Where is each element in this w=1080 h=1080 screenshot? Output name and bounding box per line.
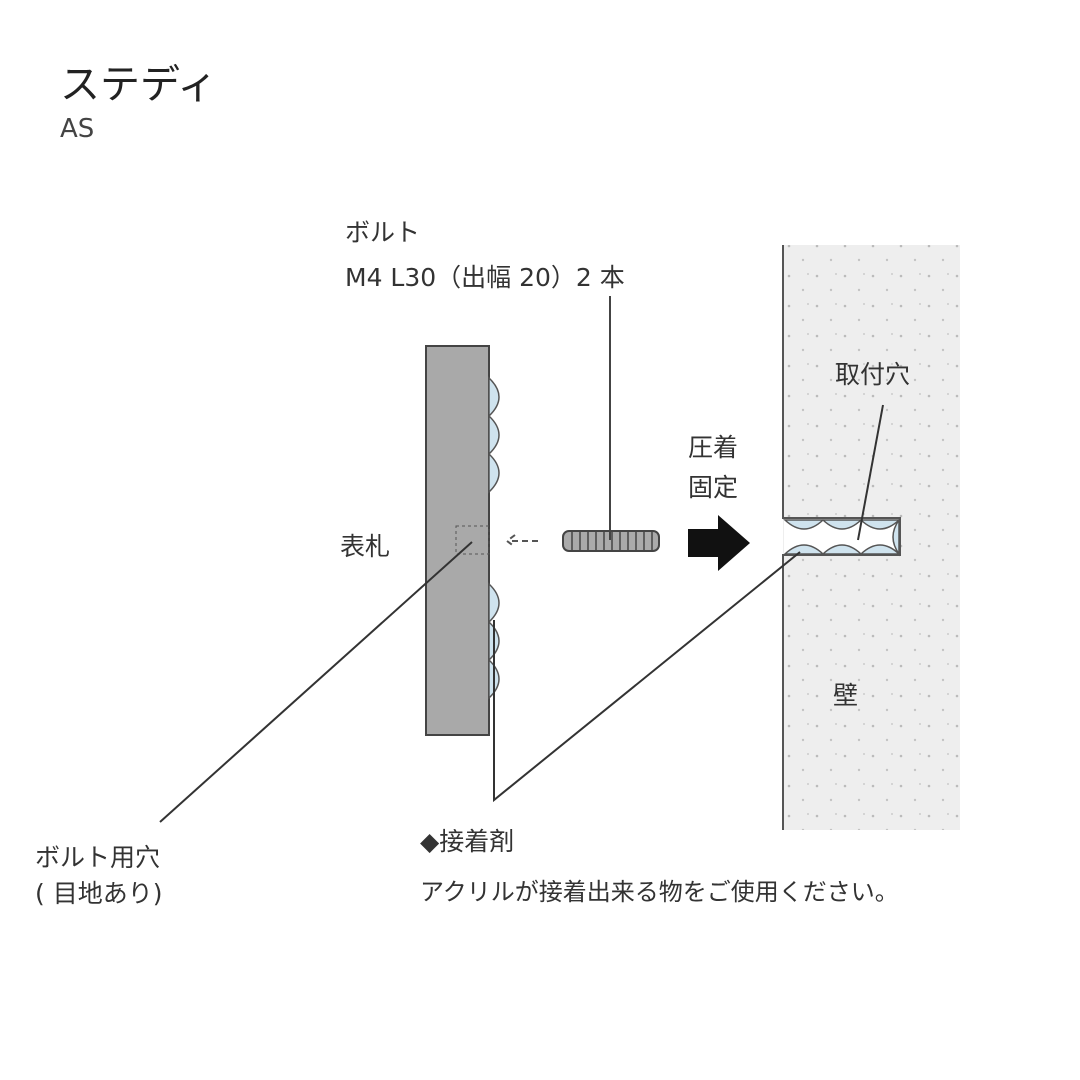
fix-label: 固定 [688,473,739,502]
bolt-label: ボルト [345,218,421,247]
leader-lines [159,404,884,823]
title: ステディ [60,62,218,108]
bolt [562,296,660,552]
subtitle: AS [60,114,95,144]
wall-label: 壁 [833,681,859,710]
bolt-hole-label: ボルト用穴 [35,843,161,872]
wall [782,245,960,830]
adhesive-label: ◆接着剤 [420,827,515,856]
bolt-hole-note: ( 目地あり) [35,879,163,908]
press-arrow-icon [688,515,750,571]
dashed-arrow-icon [505,534,542,548]
mount-hole-label: 取付穴 [835,360,911,389]
adhesive-note: アクリルが接着出来る物をご使用ください。 [420,878,899,906]
nameplate [425,345,500,736]
press-label: 圧着 [688,433,739,462]
nameplate-label: 表札 [340,532,391,561]
bolt-spec: M4 L30（出幅 20）2 本 [345,263,625,292]
